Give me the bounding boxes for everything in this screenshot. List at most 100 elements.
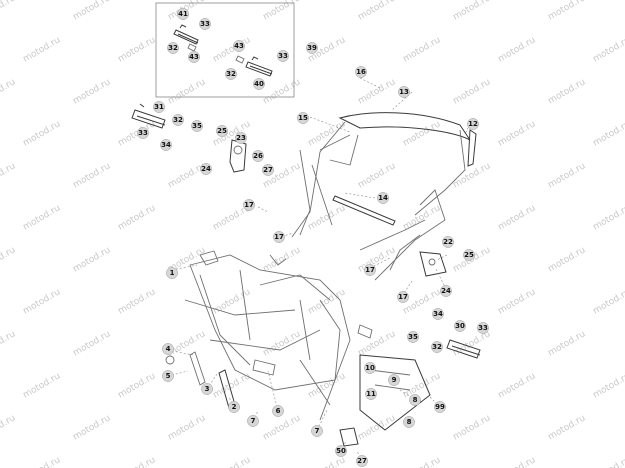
callout-7[interactable]: 7 — [311, 425, 323, 437]
watermark-text: motod.ru — [497, 455, 538, 468]
svg-text:24: 24 — [201, 165, 211, 173]
watermark-text: motod.ru — [72, 413, 113, 442]
svg-text:32: 32 — [173, 116, 183, 124]
svg-text:2: 2 — [232, 403, 237, 411]
callout-4[interactable]: 4 — [162, 343, 174, 355]
rear-subframe — [291, 112, 477, 238]
svg-text:8: 8 — [407, 418, 412, 426]
callout-17[interactable]: 17 — [364, 264, 376, 276]
watermark-text: motod.ru — [497, 35, 538, 64]
callout-32[interactable]: 32 — [431, 341, 443, 353]
callout-30[interactable]: 30 — [454, 320, 466, 332]
watermark-text: motod.ru — [402, 35, 443, 64]
callout-40[interactable]: 40 — [253, 78, 265, 90]
svg-text:26: 26 — [253, 152, 263, 160]
callout-13[interactable]: 13 — [398, 86, 410, 98]
callout-6[interactable]: 6 — [272, 405, 284, 417]
callout-39[interactable]: 39 — [306, 42, 318, 54]
svg-text:25: 25 — [464, 251, 474, 259]
callout-34[interactable]: 34 — [160, 139, 172, 151]
callout-17[interactable]: 17 — [243, 199, 255, 211]
svg-text:27: 27 — [263, 166, 273, 174]
watermark-text: motod.ru — [0, 161, 17, 190]
watermark-text: motod.ru — [497, 119, 538, 148]
watermark-text: motod.ru — [357, 413, 398, 442]
callout-25[interactable]: 25 — [463, 249, 475, 261]
callout-33[interactable]: 33 — [277, 50, 289, 62]
callout-16[interactable]: 16 — [355, 66, 367, 78]
svg-text:14: 14 — [378, 194, 388, 202]
watermark-text: motod.ru — [497, 203, 538, 232]
callout-35[interactable]: 35 — [407, 331, 419, 343]
watermark-text: motod.ru — [117, 455, 158, 468]
svg-text:13: 13 — [399, 88, 409, 96]
callout-26[interactable]: 26 — [252, 150, 264, 162]
watermark-text: motod.ru — [22, 203, 63, 232]
watermark-text: motod.ru — [547, 161, 588, 190]
watermark-text: motod.ru — [22, 455, 63, 468]
watermark-text: motod.ru — [452, 329, 493, 358]
callout-8[interactable]: 8 — [409, 394, 421, 406]
watermark-text: motod.ru — [497, 287, 538, 316]
callout-1[interactable]: 1 — [166, 267, 178, 279]
callout-15[interactable]: 15 — [297, 112, 309, 124]
callout-17[interactable]: 17 — [397, 291, 409, 303]
callout-32[interactable]: 32 — [172, 114, 184, 126]
callout-33[interactable]: 33 — [137, 127, 149, 139]
callout-27[interactable]: 27 — [262, 164, 274, 176]
part-callouts: 41 33 32 43 43 33 39 32 40 16 13 31 32 3… — [137, 8, 489, 467]
callout-33[interactable]: 33 — [477, 322, 489, 334]
callout-35[interactable]: 35 — [191, 120, 203, 132]
callout-24[interactable]: 24 — [200, 163, 212, 175]
callout-2[interactable]: 2 — [228, 401, 240, 413]
watermark-text: motod.ru — [307, 455, 348, 468]
watermark-text: motod.ru — [402, 119, 443, 148]
watermark-text: motod.ru — [117, 203, 158, 232]
callout-34[interactable]: 34 — [432, 308, 444, 320]
watermark-text: motod.ru — [402, 455, 443, 468]
callout-99[interactable]: 99 — [434, 401, 446, 413]
svg-text:8: 8 — [413, 396, 418, 404]
callout-8[interactable]: 8 — [403, 416, 415, 428]
watermark-text: motod.ru — [592, 35, 625, 64]
callout-9[interactable]: 9 — [388, 374, 400, 386]
callout-22[interactable]: 22 — [442, 236, 454, 248]
callout-12[interactable]: 12 — [467, 118, 479, 130]
footpeg-bracket-right — [419, 251, 447, 277]
callout-25[interactable]: 25 — [216, 125, 228, 137]
watermark-text: motod.ru — [452, 77, 493, 106]
svg-text:17: 17 — [244, 201, 254, 209]
callout-43[interactable]: 43 — [188, 51, 200, 63]
callout-14[interactable]: 14 — [377, 192, 389, 204]
callout-50[interactable]: 50 — [335, 445, 347, 457]
callout-31[interactable]: 31 — [153, 101, 165, 113]
callout-3[interactable]: 3 — [201, 383, 213, 395]
callout-24[interactable]: 24 — [440, 285, 452, 297]
svg-text:33: 33 — [200, 20, 210, 28]
svg-text:22: 22 — [443, 238, 453, 246]
watermark-text: motod.ru — [357, 245, 398, 274]
callout-33[interactable]: 33 — [199, 18, 211, 30]
svg-text:40: 40 — [254, 80, 264, 88]
callout-17[interactable]: 17 — [273, 231, 285, 243]
watermark-text: motod.ru — [72, 77, 113, 106]
watermark-text: motod.ru — [0, 77, 17, 106]
callout-5[interactable]: 5 — [162, 370, 174, 382]
callout-32[interactable]: 32 — [167, 42, 179, 54]
inset-footpeg-lower — [235, 55, 273, 77]
svg-text:12: 12 — [468, 120, 478, 128]
callout-27[interactable]: 27 — [356, 455, 368, 467]
callout-7[interactable]: 7 — [247, 415, 259, 427]
callout-43[interactable]: 43 — [233, 40, 245, 52]
callout-23[interactable]: 23 — [235, 132, 247, 144]
svg-text:6: 6 — [276, 407, 281, 415]
callout-32[interactable]: 32 — [225, 68, 237, 80]
callout-11[interactable]: 11 — [365, 388, 377, 400]
watermark-text: motod.ru — [167, 77, 208, 106]
callout-41[interactable]: 41 — [177, 8, 189, 20]
side-stand-assembly — [165, 351, 276, 409]
callout-10[interactable]: 10 — [364, 362, 376, 374]
watermark-text: motod.ru — [22, 287, 63, 316]
watermark-text: motod.ru — [357, 161, 398, 190]
